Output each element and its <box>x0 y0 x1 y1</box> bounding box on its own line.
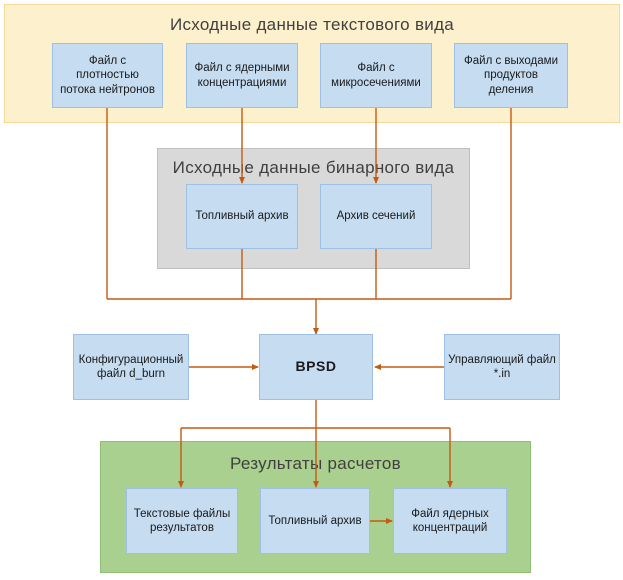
flux-file-box: Файл с плотностью потока нейтронов <box>52 43 163 108</box>
bpsd-label: BPSD <box>295 358 337 375</box>
results-group-title: Результаты расчетов <box>229 454 401 473</box>
nuclear-conc-file-label: Файл с ядерными концентрациями <box>194 62 290 89</box>
flux-file-label: Файл с плотностью потока нейтронов <box>60 54 155 96</box>
xs-archive-label: Архив сечений <box>336 210 416 223</box>
micro-xs-file-label: Файл с микросечениями <box>331 62 421 89</box>
control-file-label: Управляющий файл *.in <box>448 353 556 380</box>
fuel-archive-out-label: Топливный архив <box>268 514 362 527</box>
nuclear-conc-file-box: Файл с ядерными концентрациями <box>186 43 298 108</box>
config-file-box: Конфигурационный файл d_burn <box>73 334 189 400</box>
fuel-archive-label: Топливный архив <box>195 210 289 223</box>
control-file-box: Управляющий файл *.in <box>444 334 560 400</box>
text-results-label: Текстовые файлы результатов <box>133 507 231 534</box>
bpsd-box: BPSD <box>259 334 373 400</box>
fuel-archive-out-box: Топливный архив <box>260 488 370 554</box>
nuclear-conc-out-box: Файл ядерных концентраций <box>393 488 507 554</box>
text-results-box: Текстовые файлы результатов <box>126 488 238 554</box>
text-input-group-title: Исходные данные текстового вида <box>169 15 455 34</box>
binary-input-group-title: Исходные данные бинарного вида <box>172 158 455 177</box>
fuel-archive-box: Топливный архив <box>186 184 298 249</box>
fission-yields-file-label: Файл с выходами продуктов деления <box>464 54 558 96</box>
micro-xs-file-box: Файл с микросечениями <box>320 43 432 108</box>
fission-yields-file-box: Файл с выходами продуктов деления <box>454 43 568 108</box>
config-file-label: Конфигурационный файл d_burn <box>78 353 184 380</box>
xs-archive-box: Архив сечений <box>320 184 432 249</box>
nuclear-conc-out-label: Файл ядерных концентраций <box>411 507 489 534</box>
